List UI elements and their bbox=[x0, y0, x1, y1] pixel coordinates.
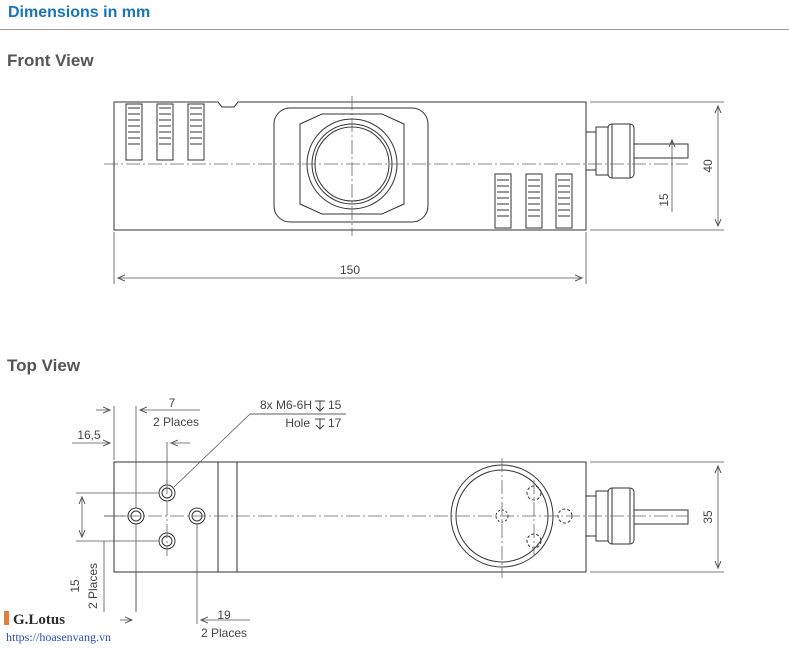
hole-depth-label: 17 bbox=[328, 416, 342, 430]
front-length-dimension: 150 bbox=[340, 263, 360, 277]
front-threaded-holes-right bbox=[494, 173, 573, 229]
front-height-dimension: 40 bbox=[701, 159, 715, 173]
thread-spec-label: 8x M6-6H bbox=[260, 398, 312, 412]
front-dimension-lines bbox=[113, 101, 724, 284]
page-title: Dimensions in mm bbox=[8, 4, 151, 21]
front-cable-height-dimension: 15 bbox=[657, 193, 671, 207]
watermark-logo: G.Lotus bbox=[4, 611, 65, 629]
left-offset-dimension: 15 bbox=[68, 579, 82, 593]
hole-label: Hole bbox=[285, 416, 310, 430]
front-cable-gland bbox=[585, 123, 689, 179]
top-view-drawing bbox=[113, 461, 689, 573]
front-body-outline bbox=[113, 101, 587, 231]
top-dimension-lines bbox=[72, 406, 724, 624]
top-body-outline bbox=[113, 461, 587, 573]
front-threaded-holes-left bbox=[125, 103, 205, 161]
front-view-title: Front View bbox=[7, 51, 94, 70]
top-width-dimension: 35 bbox=[701, 510, 715, 524]
left-offset-note: 2 Places bbox=[86, 563, 100, 609]
front-centerlines bbox=[104, 96, 688, 236]
top-mounting-holes bbox=[127, 484, 206, 550]
title-divider bbox=[0, 29, 789, 30]
logo-mark bbox=[4, 611, 9, 625]
hole-spacing-note: 2 Places bbox=[153, 415, 199, 429]
depth-symbols bbox=[315, 400, 325, 430]
front-view-drawing bbox=[113, 101, 689, 231]
top-centerlines bbox=[104, 458, 688, 578]
top-hidden-holes bbox=[526, 485, 573, 549]
watermark-url[interactable]: https://hoasenvang.vn bbox=[6, 630, 111, 644]
hole-spacing-dimension: 7 bbox=[169, 396, 176, 410]
bottom-spacing-dimension: 19 bbox=[217, 608, 231, 622]
front-flexure-pocket bbox=[273, 107, 429, 223]
bottom-spacing-note: 2 Places bbox=[201, 626, 247, 640]
top-view-title: Top View bbox=[7, 356, 81, 375]
edge-offset-dimension: 16,5 bbox=[77, 428, 101, 442]
thread-depth-label: 15 bbox=[328, 398, 342, 412]
logo-text: G.Lotus bbox=[13, 612, 66, 628]
